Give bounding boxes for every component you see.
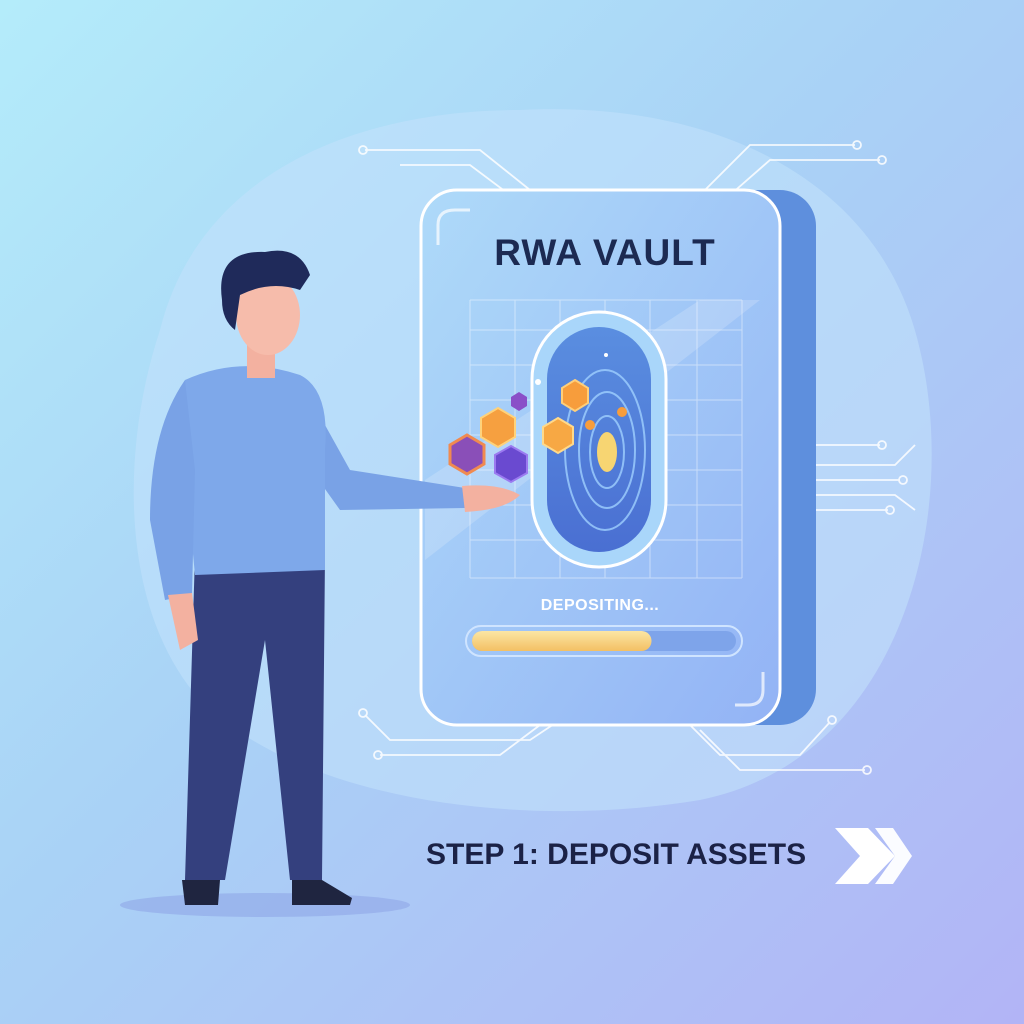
hand — [168, 593, 198, 650]
shoe — [182, 880, 220, 905]
face — [236, 275, 300, 355]
arm-left — [150, 380, 195, 600]
shoe — [292, 880, 352, 905]
pants — [185, 555, 325, 880]
floor-shadow — [120, 893, 410, 917]
progress-track-outline — [465, 625, 743, 657]
step-caption: STEP 1: DEPOSIT ASSETS — [426, 838, 807, 871]
token-icon — [448, 433, 486, 476]
token-icon — [494, 444, 528, 484]
asset-tokens — [448, 353, 627, 484]
circuit-lines — [358, 140, 916, 775]
person-figure — [120, 250, 520, 917]
hair — [221, 250, 310, 330]
token-icon — [511, 392, 527, 411]
deposit-status-text: DEPOSITING... — [540, 597, 660, 614]
token-icon — [480, 406, 516, 449]
progress-fill — [472, 631, 652, 651]
shirt — [185, 366, 326, 575]
token-icon — [561, 378, 589, 413]
double-chevron-right-icon — [835, 828, 912, 884]
token-icon — [542, 416, 574, 455]
hand — [462, 485, 520, 512]
vault-title: RWA VAULT — [494, 232, 716, 273]
arm-right — [290, 380, 465, 510]
